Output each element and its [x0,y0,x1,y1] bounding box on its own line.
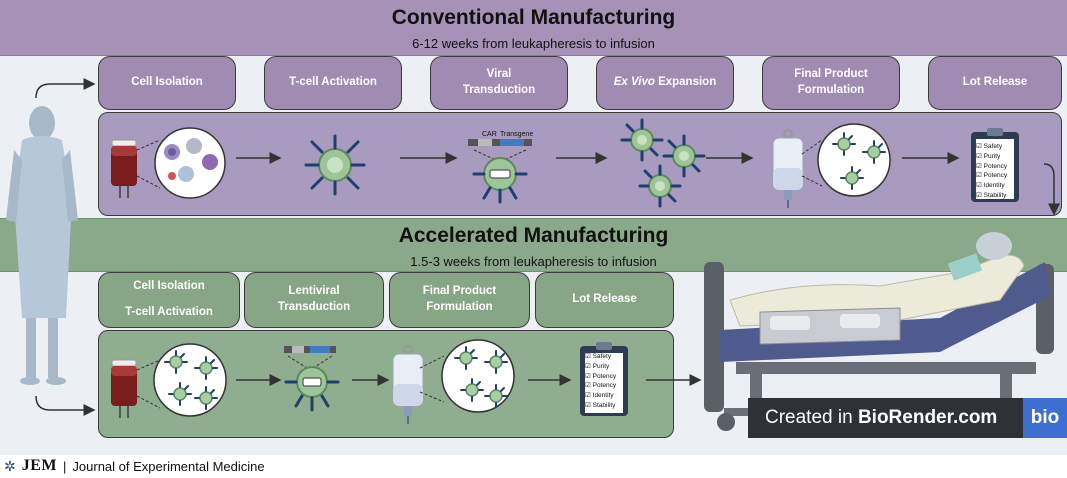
conventional-subtitle: 6-12 weeks from leukapheresis to infusio… [412,36,655,51]
biorender-logo: bio [1023,398,1067,438]
jem-logo: JEM [21,457,58,474]
vector-label-transgene: Transgene [500,131,533,138]
checklist-conventional: ☑ Safety ☑ Purity ☑ Potency ☑ Potency ☑ … [976,142,1016,201]
step-label: Lot Release [962,76,1028,89]
step-label: Lentiviral Transduction [277,285,351,313]
accelerated-subtitle: 1.5-3 weeks from leukapheresis to infusi… [410,254,657,269]
accelerated-step-final-product: Final Product Formulation [389,272,530,328]
conventional-step-lot-release: Lot Release [928,56,1062,110]
checklist-item: ☑ Identity [976,182,1005,190]
watermark-text: Created in BioRender.com [765,407,998,428]
patient-figure-icon [6,106,78,385]
vector-label-car: CAR [482,131,497,138]
accelerated-banner [0,218,1067,272]
conventional-title: Conventional Manufacturing [391,6,676,29]
step-label: Lot Release [572,293,637,306]
checklist-item: ☑ Purity [976,152,1001,160]
footer-separator: | [63,458,67,474]
conventional-step-cell-isolation: Cell Isolation [98,56,236,110]
step-label: Final Product Formulation [422,285,497,313]
step-label-2: T-cell Activation [125,306,213,318]
step-label: Cell Isolation [131,76,203,89]
accelerated-step-lot-release: Lot Release [535,272,674,328]
accelerated-title: Accelerated Manufacturing [398,224,669,247]
journal-name: Journal of Experimental Medicine [72,458,265,474]
conventional-process-panel [98,112,1062,216]
checklist-item: ☑ Potency [976,162,1008,170]
checklist-item: ☑ Potency [585,382,617,390]
conventional-banner [0,0,1067,56]
accelerated-step-lentiviral-transduction: Lentiviral Transduction [244,272,384,328]
accelerated-step-isolation-activation: Cell Isolation T-cell Activation [98,272,240,328]
step-label: Final Product Formulation [794,68,868,96]
checklist-item: ☑ Safety [976,143,1003,150]
step-label: Viral Transduction [462,68,536,96]
journal-footer: ✲ JEM | Journal of Experimental Medicine [4,456,265,476]
step-label-italic: Ex Vivo [613,76,655,89]
checklist-item: ☑ Potency [976,172,1008,180]
checklist-item: ☑ Identity [585,392,614,400]
conventional-step-viral-transduction: Viral Transduction [430,56,568,110]
conventional-step-ex-vivo-expansion: Ex Vivo Expansion [596,56,734,110]
checklist-item: ☑ Stability [585,401,616,409]
conventional-step-final-product: Final Product Formulation [762,56,900,110]
step-label-1: Cell Isolation [133,280,205,293]
conventional-step-tcell-activation: T-cell Activation [264,56,402,110]
biorender-watermark: Created in BioRender.com bio [748,398,1067,438]
checklist-item: ☑ Potency [585,372,617,380]
checklist-accelerated: ☑ Safety ☑ Purity ☑ Potency ☑ Potency ☑ … [585,352,625,411]
step-label: T-cell Activation [289,76,377,89]
checklist-item: ☑ Stability [976,191,1007,199]
activated-tcell-icon [304,134,366,196]
jem-emblem-icon: ✲ [4,457,16,474]
step-label: Expansion [654,76,717,89]
checklist-item: ☑ Purity [585,362,610,370]
checklist-item: ☑ Safety [585,353,612,360]
